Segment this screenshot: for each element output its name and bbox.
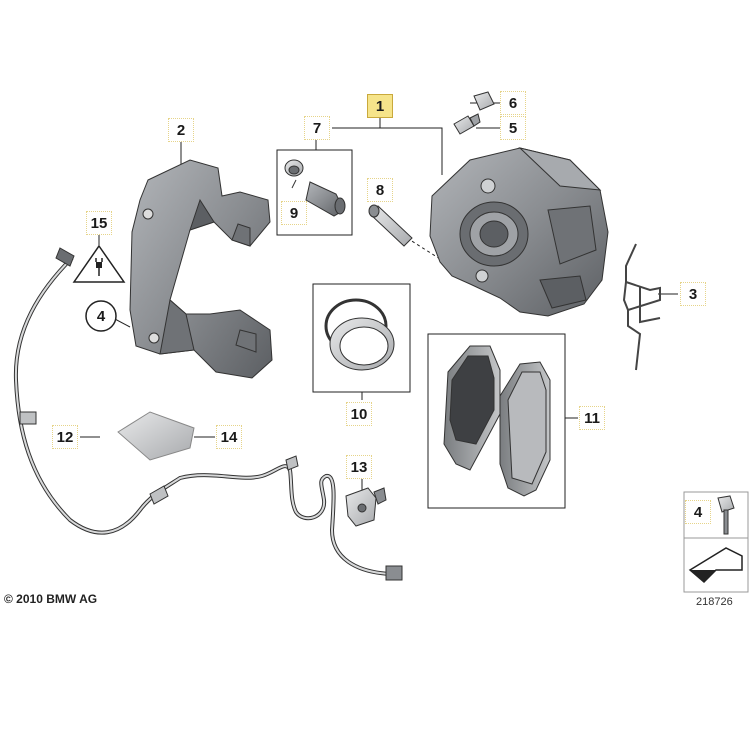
caliper-carrier [129,159,273,379]
brake-pads [443,345,551,497]
brake-wear-sensor [13,247,403,581]
bleeder-cap [473,91,495,111]
callout-4-bolt: 4 [685,500,711,524]
callout-8: 8 [367,178,393,202]
anti-rattle-spring [622,243,661,371]
copyright-notice: © 2010 BMW AG [4,592,98,606]
callout-15: 15 [86,211,112,235]
sensor-bracket [345,487,387,527]
callout-1: 1 [367,94,393,118]
callout-11: 11 [579,406,605,430]
callout-2: 2 [168,118,194,142]
callout-6: 6 [500,91,526,115]
callout-7: 7 [304,116,330,140]
guide-sleeve-kit [284,159,346,217]
repair-kit-box [312,283,411,393]
callout-9: 9 [281,201,307,225]
callout-13: 13 [346,455,372,479]
bolt-icon [717,495,735,535]
guide-sleeve-kit-box [276,149,353,236]
callout-3: 3 [680,282,706,306]
repair-kit-ring [324,298,395,371]
brake-caliper [429,147,609,317]
grease-packet [117,411,195,461]
callout-10: 10 [346,402,372,426]
bleed-valve [453,113,481,135]
callout-14: 14 [216,425,242,449]
guide-bolt [368,204,413,247]
callout-4-circle: 4 [96,307,106,325]
brake-pads-box [427,333,566,509]
callout-5: 5 [500,116,526,140]
arrow-direction-icon [688,547,743,584]
electrical-plug-warning-icon [72,244,126,283]
callout-12: 12 [52,425,78,449]
drawing-number: 218726 [696,596,733,608]
callout-4-ring [85,300,117,332]
